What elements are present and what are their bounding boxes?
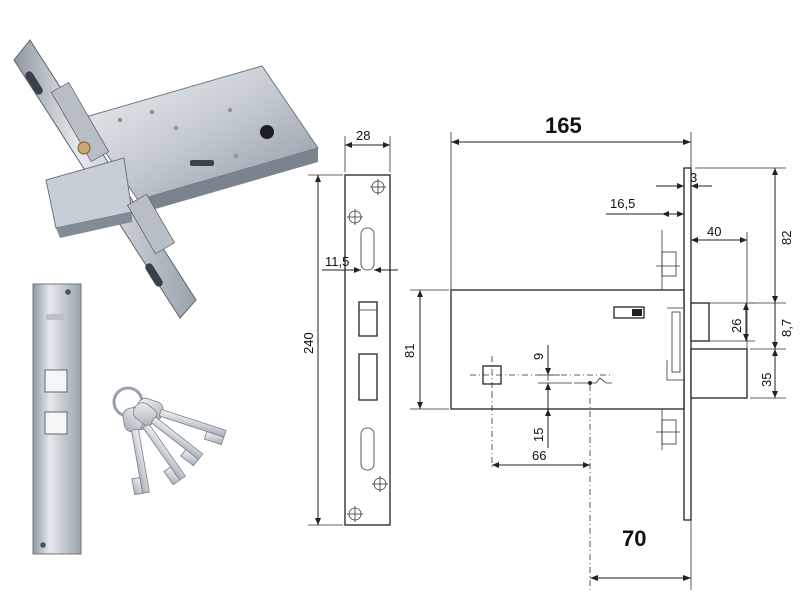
dim-bolt-height: 35: [759, 373, 774, 387]
dim-latch-bolt-gap: 8,7: [779, 319, 794, 337]
dim-backset: 70: [622, 526, 646, 551]
dim-latch-height: 26: [729, 319, 744, 333]
dim-case-height: 81: [402, 344, 417, 358]
mortise-lock-photo: [13, 39, 319, 319]
dim-overall-length: 165: [545, 113, 582, 138]
dim-top-to-latch: 82: [779, 231, 794, 245]
lock-side-view: 165 3 16,5 40 82 26 8: [402, 113, 794, 590]
dim-key-offset: 15: [531, 428, 546, 442]
dim-slot-offset: 11,5: [325, 254, 349, 269]
faceplate-front-view: 28 240 11,5: [301, 128, 398, 526]
screw-hole: [372, 476, 388, 492]
screw-hole: [347, 506, 363, 522]
dim-bolt-throw: 40: [707, 224, 721, 239]
dim-faceplate-width: 28: [356, 128, 370, 143]
screw-hole: [370, 179, 386, 195]
dim-forend-thickness: 3: [690, 170, 697, 185]
dim-faceplate-height: 240: [301, 332, 316, 354]
keys-photo: [112, 386, 227, 496]
dim-lug-offset: 16,5: [610, 196, 635, 211]
dim-cyl-to-keyhole: 66: [532, 448, 546, 463]
dim-cyl-to-key: 9: [531, 353, 546, 360]
screw-hole: [347, 209, 363, 225]
strike-plate-photo: [32, 283, 82, 555]
